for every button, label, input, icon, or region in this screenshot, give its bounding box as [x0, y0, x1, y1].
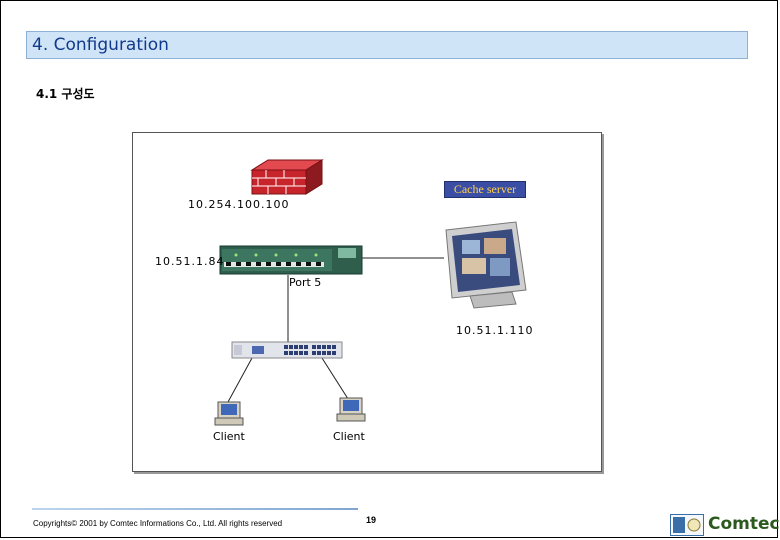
switch-to-client-left-line — [228, 358, 252, 402]
page-number: 19 — [366, 515, 376, 525]
router-icon — [220, 246, 362, 274]
client-computer-icon-right — [337, 398, 365, 421]
certification-logo — [670, 514, 704, 536]
router-ip-label: 10.51.1.84 — [155, 255, 224, 268]
port-label: Port 5 — [289, 276, 321, 289]
footer-rule — [32, 508, 358, 510]
cache-server-label: Cache server — [444, 181, 526, 198]
switch-icon — [232, 342, 342, 358]
firewall-ip-label: 10.254.100.100 — [188, 198, 289, 211]
firewall-icon — [252, 160, 322, 194]
switch-to-client-right-line — [322, 358, 350, 402]
copyright-text: Copyrights© 2001 by Comtec Informations … — [33, 519, 282, 528]
client-label-right: Client — [333, 430, 365, 443]
cache-ip-label: 10.51.1.110 — [456, 324, 533, 337]
client-computer-icon-left — [215, 402, 243, 425]
certification-badge-icon — [671, 515, 703, 535]
brand-logo: Comtec — [708, 514, 780, 534]
monitor-icon — [446, 222, 526, 308]
client-label-left: Client — [213, 430, 245, 443]
